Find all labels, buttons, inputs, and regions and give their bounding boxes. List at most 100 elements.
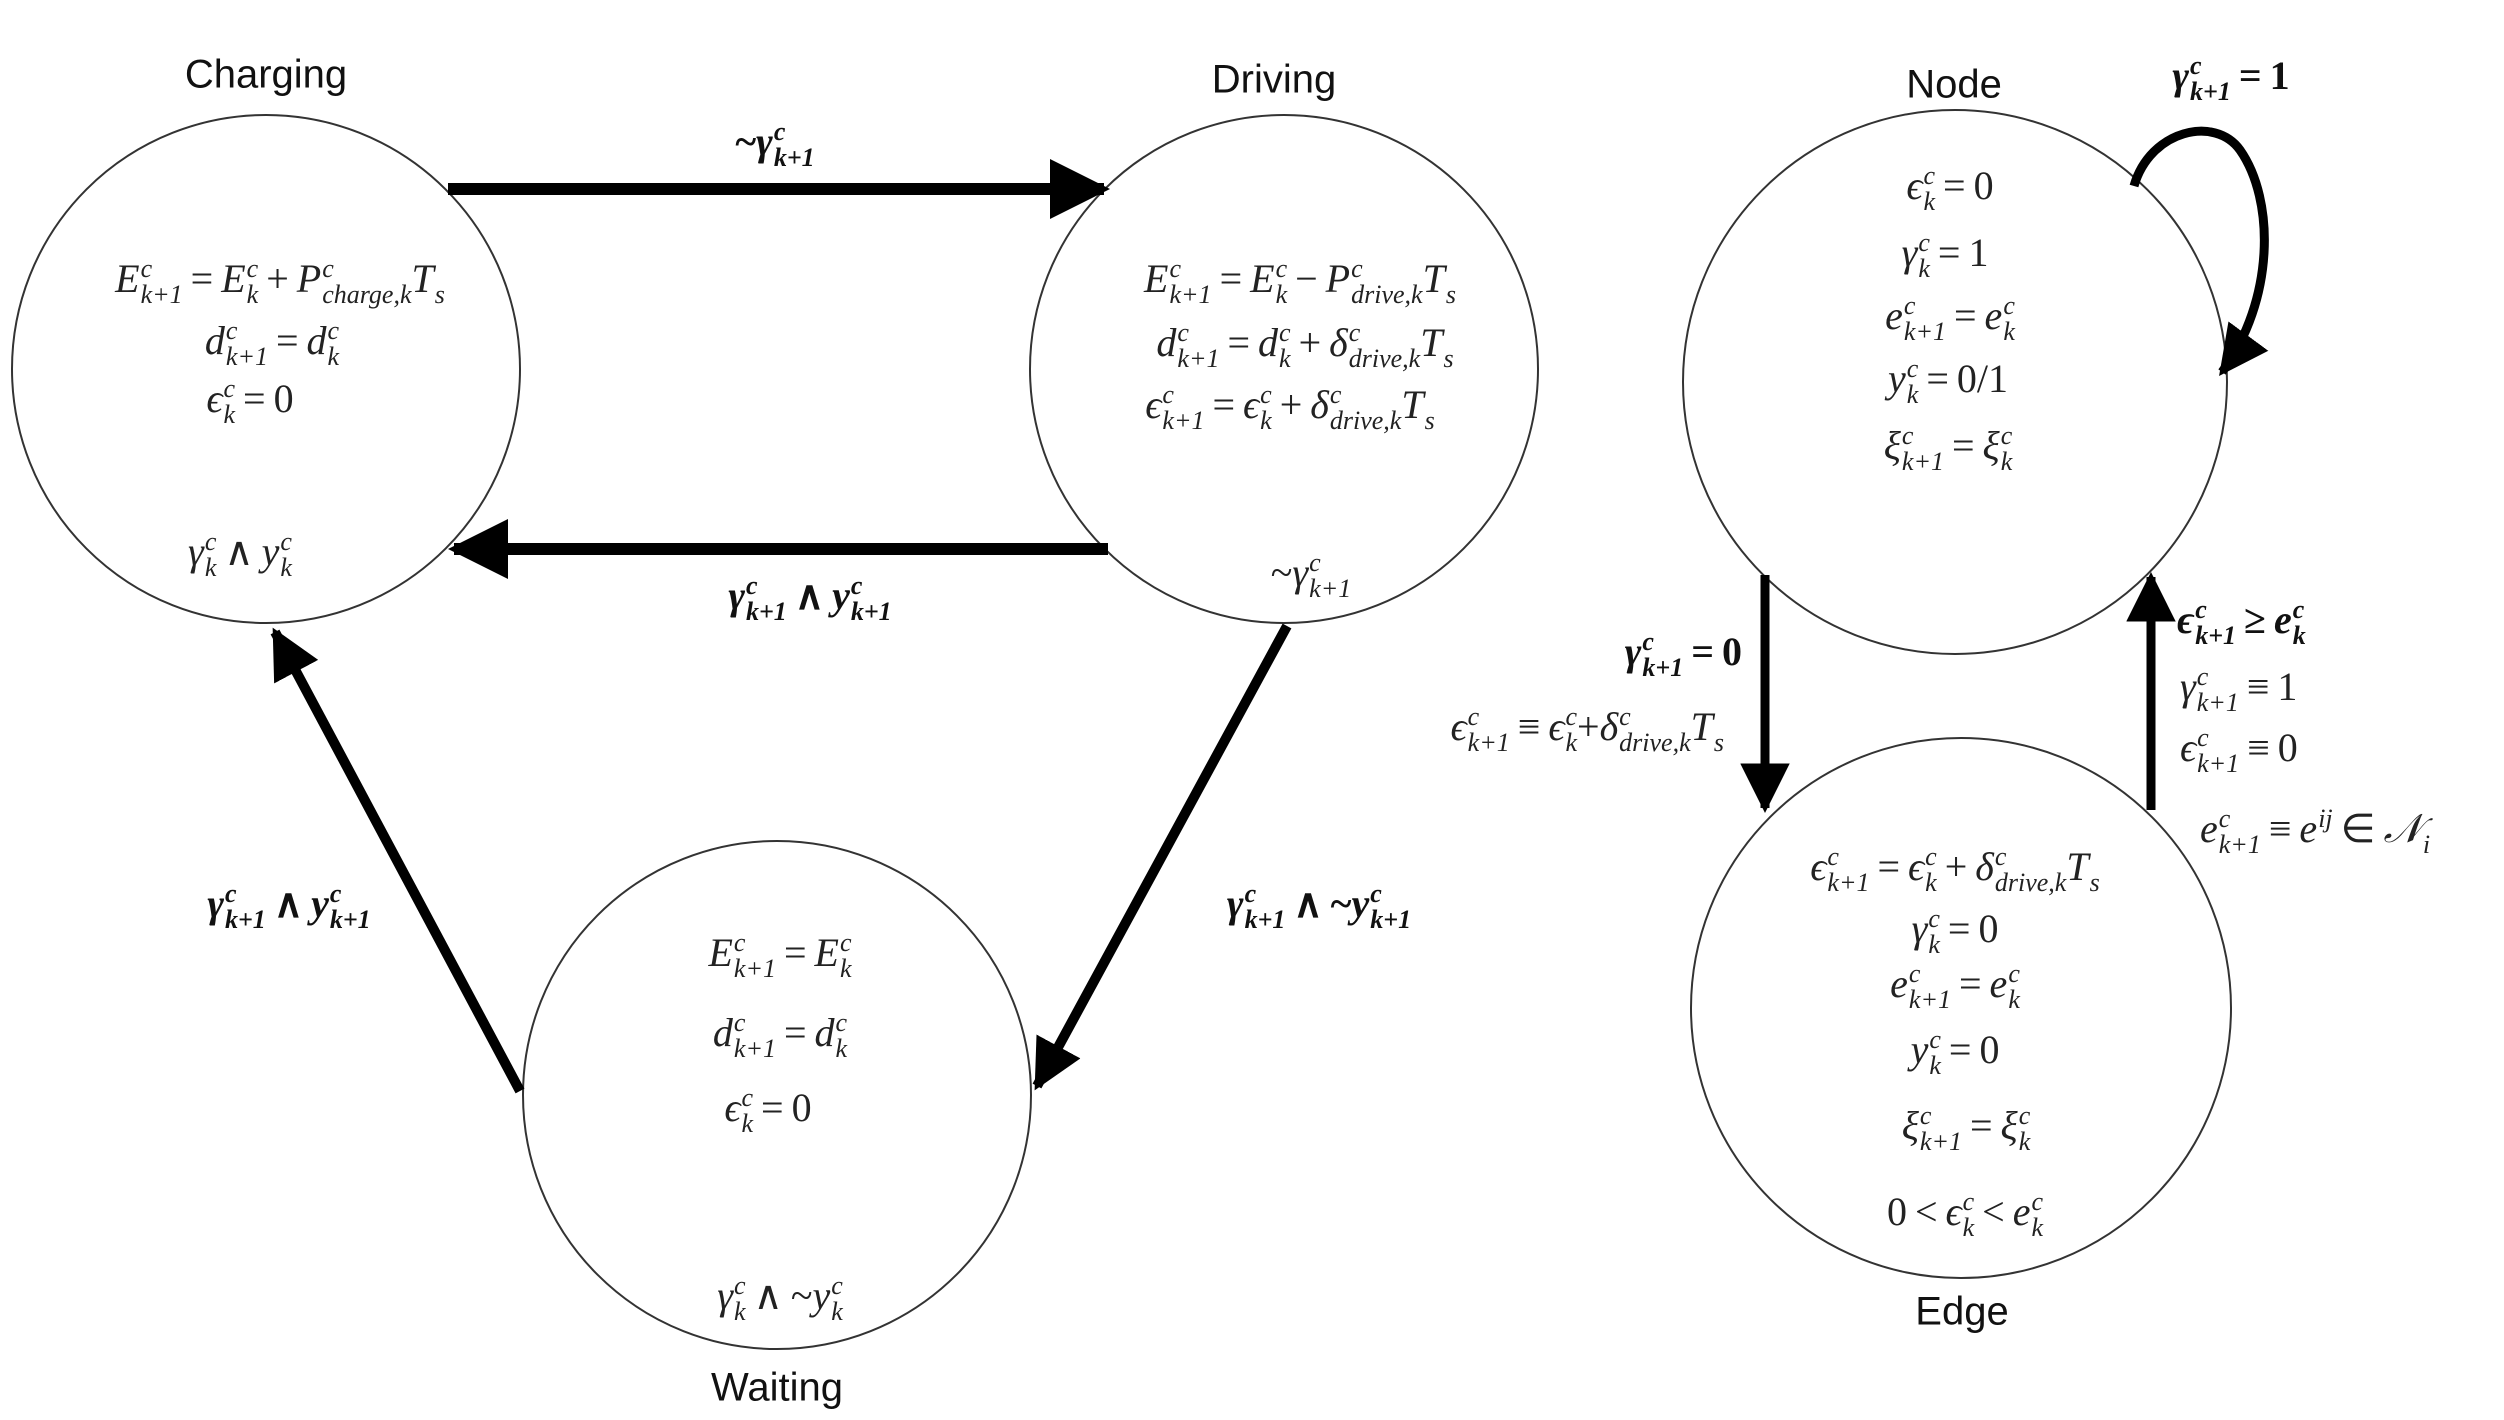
math-subscript: k	[733, 1297, 746, 1326]
state-circle-node	[1682, 109, 2228, 655]
math-superscript: c	[1162, 380, 1174, 409]
math-literal: 1	[2277, 664, 2298, 710]
math-superscript: c	[327, 316, 340, 345]
math-superscript	[1714, 703, 1724, 729]
math-superscript: c	[850, 571, 863, 600]
math-base: δ	[1329, 320, 1348, 366]
math-operator: ∧	[753, 1273, 783, 1319]
math-subscript: k+1	[745, 597, 787, 626]
math-superscript: c	[1275, 254, 1288, 283]
math-subscript: k	[1906, 380, 1919, 409]
math-operator: =	[1926, 356, 1949, 402]
math-superscript: c	[1348, 318, 1361, 347]
math-base: ϵ	[1548, 704, 1565, 750]
math-base: ϵ	[2177, 597, 2195, 643]
math-subscript: k	[1928, 930, 1940, 959]
math-superscript: c	[1918, 228, 1930, 257]
math-base: y	[311, 881, 329, 927]
math-subscript: charge,k	[322, 280, 412, 309]
math-operator: =	[761, 1085, 784, 1131]
math-subscript: k+1	[1162, 406, 1205, 435]
math-subscript: k+1	[1642, 653, 1684, 682]
state-title-charging: Charging	[184, 52, 348, 97]
math-superscript: c	[1903, 291, 1916, 320]
math-subscript: s	[1443, 344, 1454, 373]
math-superscript: c	[1906, 354, 1919, 383]
math-subscript: k+1	[2196, 688, 2239, 717]
math-subscript: k+1	[1908, 985, 1951, 1014]
math-base: ϵ	[724, 1085, 741, 1131]
math-superscript: c	[2218, 804, 2231, 833]
math-operator: =	[1219, 256, 1243, 302]
math-subscript: k+1	[773, 143, 815, 172]
math-operator: <	[1982, 1189, 2005, 1235]
math-subscript: k+1	[733, 954, 776, 983]
math-literal: ~	[1330, 881, 1352, 927]
math-subscript: k	[835, 1034, 848, 1063]
math-superscript: c	[2003, 291, 2015, 320]
math-subscript: k	[741, 1109, 754, 1138]
math-subscript: k	[1962, 1213, 1975, 1242]
math-base: T	[411, 256, 434, 302]
math-subscript: k	[327, 342, 340, 371]
math-subscript: k	[280, 553, 292, 582]
math-base: 𝒩	[2383, 806, 2422, 852]
math-literal: ~	[790, 1273, 813, 1319]
math-superscript: c	[1929, 1025, 1941, 1054]
state-title-edge: Edge	[1915, 1289, 2009, 1334]
math-base: E	[115, 256, 140, 302]
math-subscript: k	[2008, 985, 2020, 1014]
math-literal: 0	[2277, 725, 2298, 771]
math-base: e	[1984, 293, 2003, 339]
math-base: ξ	[2000, 1103, 2018, 1149]
math-superscript: c	[1260, 380, 1272, 409]
math-superscript: c	[745, 571, 758, 600]
math-subscript: drive,k	[1348, 344, 1421, 373]
math-operator: =	[1691, 629, 1714, 675]
math-base: y	[812, 1273, 831, 1319]
math-scripts: s	[1714, 703, 1724, 756]
math-superscript: c	[733, 1008, 746, 1037]
math-operator: =	[2238, 53, 2262, 99]
math-base: e	[1885, 293, 1903, 339]
math-superscript: c	[2008, 959, 2020, 988]
math-operator: ∧	[224, 529, 254, 575]
math-subscript: k+1	[1903, 317, 1946, 346]
math-base: T	[1690, 704, 1713, 750]
math-superscript: c	[223, 374, 236, 403]
math-subscript: k+1	[1309, 574, 1352, 603]
